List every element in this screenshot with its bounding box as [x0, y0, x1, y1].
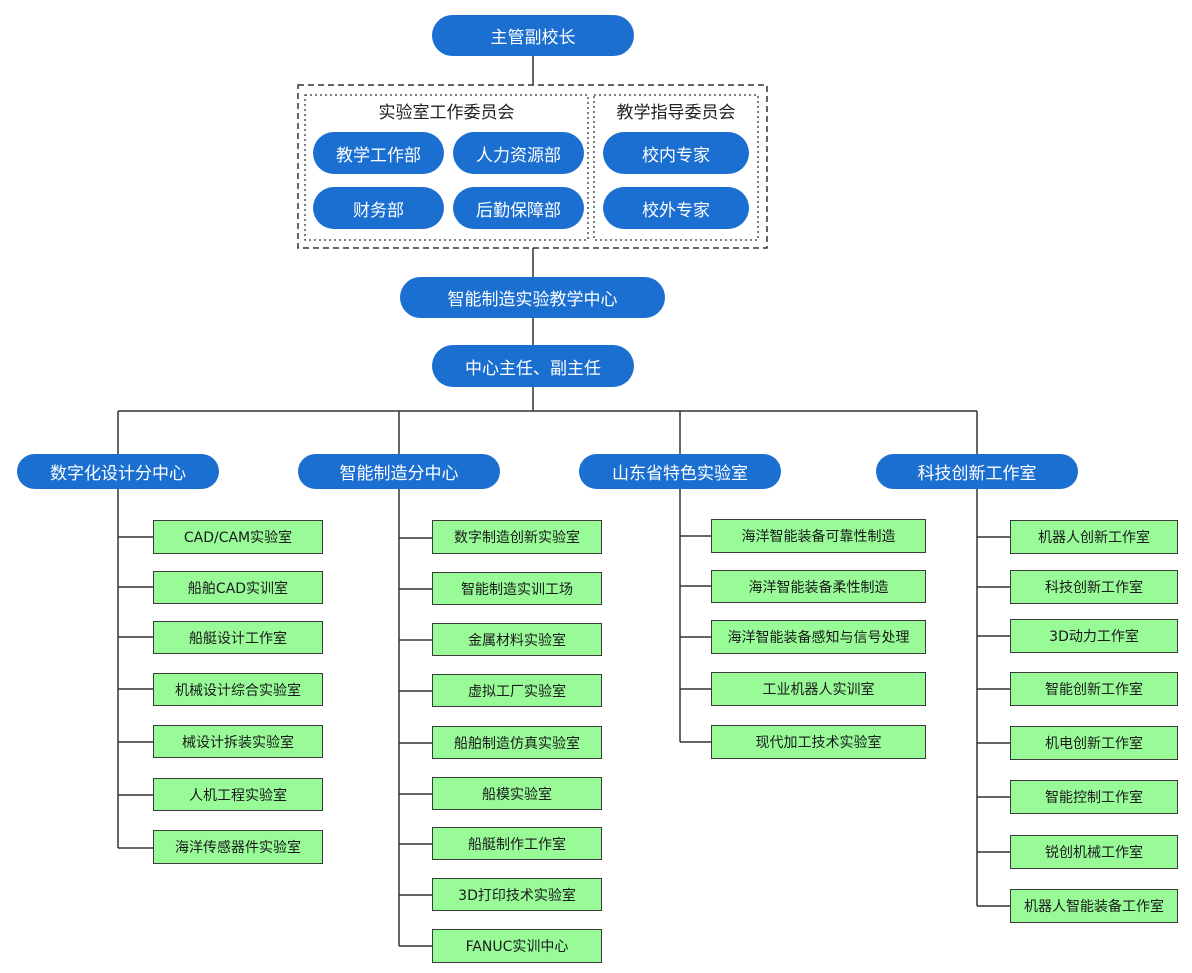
lab-node: 海洋智能装备可靠性制造 — [711, 519, 926, 553]
vice-principal-node: 主管副校长 — [432, 15, 634, 56]
lab-node: 船艇设计工作室 — [153, 621, 323, 654]
lab-node: 3D打印技术实验室 — [432, 878, 602, 911]
lab-node: 船舶CAD实训室 — [153, 571, 323, 604]
lab-node: 金属材料实验室 — [432, 623, 602, 656]
lab-node: 数字制造创新实验室 — [432, 520, 602, 554]
branch-digital-design: 数字化设计分中心 — [17, 454, 219, 489]
teaching-committee-title: 教学指导委员会 — [616, 103, 736, 123]
lab-committee-frame — [304, 94, 589, 241]
member-external-experts: 校外专家 — [603, 187, 749, 229]
center-directors-node: 中心主任、副主任 — [432, 345, 634, 387]
lab-node: 海洋传感器件实验室 — [153, 830, 323, 864]
lab-node: 现代加工技术实验室 — [711, 725, 926, 759]
lab-node: 虚拟工厂实验室 — [432, 674, 602, 707]
lab-node: 船模实验室 — [432, 777, 602, 810]
lab-node: 机器人创新工作室 — [1010, 520, 1178, 554]
member-internal-experts: 校内专家 — [603, 132, 749, 174]
lab-node: 智能创新工作室 — [1010, 672, 1178, 706]
lab-node: 械设计拆装实验室 — [153, 725, 323, 758]
lab-node: 船舶制造仿真实验室 — [432, 726, 602, 759]
lab-node: 智能控制工作室 — [1010, 780, 1178, 814]
member-logistics-dept: 后勤保障部 — [453, 187, 584, 229]
lab-node: 人机工程实验室 — [153, 778, 323, 811]
lab-node: 海洋智能装备柔性制造 — [711, 570, 926, 603]
lab-node: 科技创新工作室 — [1010, 570, 1178, 604]
lab-node: 工业机器人实训室 — [711, 672, 926, 706]
lab-node: 海洋智能装备感知与信号处理 — [711, 620, 926, 654]
lab-node: 机器人智能装备工作室 — [1010, 889, 1178, 923]
lab-node: 机械设计综合实验室 — [153, 673, 323, 706]
member-teaching-dept: 教学工作部 — [313, 132, 444, 174]
lab-node: 机电创新工作室 — [1010, 726, 1178, 760]
lab-node: 智能制造实训工场 — [432, 572, 602, 605]
member-hr-dept: 人力资源部 — [453, 132, 584, 174]
teaching-center-node: 智能制造实验教学中心 — [400, 277, 665, 318]
member-finance-dept: 财务部 — [313, 187, 444, 229]
teaching-committee-frame — [593, 94, 759, 241]
lab-node: 3D动力工作室 — [1010, 619, 1178, 653]
lab-committee-title: 实验室工作委员会 — [378, 103, 515, 123]
lab-node: 船艇制作工作室 — [432, 827, 602, 860]
branch-shandong-lab: 山东省特色实验室 — [579, 454, 781, 489]
lab-node: FANUC实训中心 — [432, 929, 602, 963]
branch-innovation-studio: 科技创新工作室 — [876, 454, 1078, 489]
lab-node: CAD/CAM实验室 — [153, 520, 323, 554]
branch-intelligent-manufacturing: 智能制造分中心 — [298, 454, 500, 489]
committee-outer-frame — [297, 84, 768, 249]
lab-node: 锐创机械工作室 — [1010, 835, 1178, 869]
